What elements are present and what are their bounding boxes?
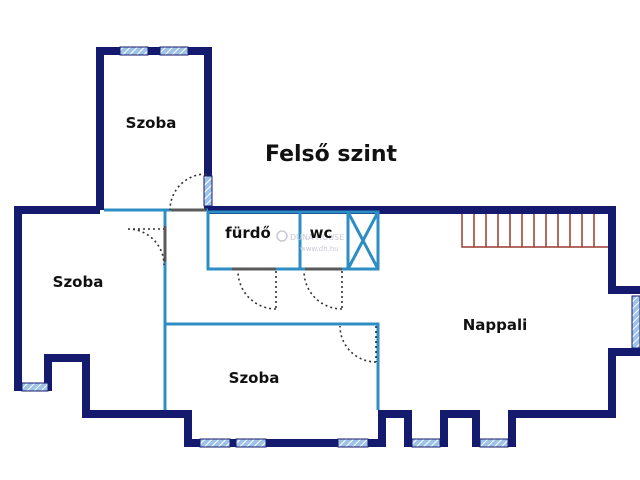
room-label-living-room: Nappali [463,316,528,334]
door-top-bedroom [169,173,207,211]
room-label-bedroom-bottom: Szoba [229,369,280,387]
window-top-1 [119,46,149,56]
wall-closet [346,210,380,271]
room-label-bedroom-top: Szoba [126,114,177,132]
room-label-bathroom: fürdő [225,224,271,242]
door-left-bedroom [127,228,165,266]
outer-walls [14,47,640,447]
window-bottom-5 [479,438,509,448]
room-label-wc: wc [310,224,333,242]
window-top-2 [159,46,189,56]
closet-cross-2 [346,211,380,270]
window-right [631,295,640,349]
partitions [163,208,342,271]
room-label-bedroom-left: Szoba [53,273,104,291]
outer-wall-main [14,206,640,447]
window-bottom-3 [337,438,369,448]
watermark-url: www.dh.hu [300,245,339,253]
watermark: DUNA HOUSE www.dh.hu [276,230,344,253]
outer-wall-right [208,206,640,294]
window-bottom-2 [235,438,267,448]
windows [21,46,640,448]
wall-bottom-bedroom [165,322,380,410]
window-bottom-1 [199,438,231,448]
outer-wall-top-room [96,47,212,210]
plan-title: Felső szint [265,142,398,167]
door-wc [303,270,343,310]
door-bottom-bedroom [339,325,377,363]
door-bathroom [237,270,277,310]
window-top-door [203,175,213,207]
window-left [21,382,49,392]
stairs-outline [461,214,608,248]
logo-icon [276,230,288,242]
window-bottom-4 [411,438,441,448]
stairs [461,214,608,248]
watermark-brand: DUNA HOUSE [290,233,344,242]
